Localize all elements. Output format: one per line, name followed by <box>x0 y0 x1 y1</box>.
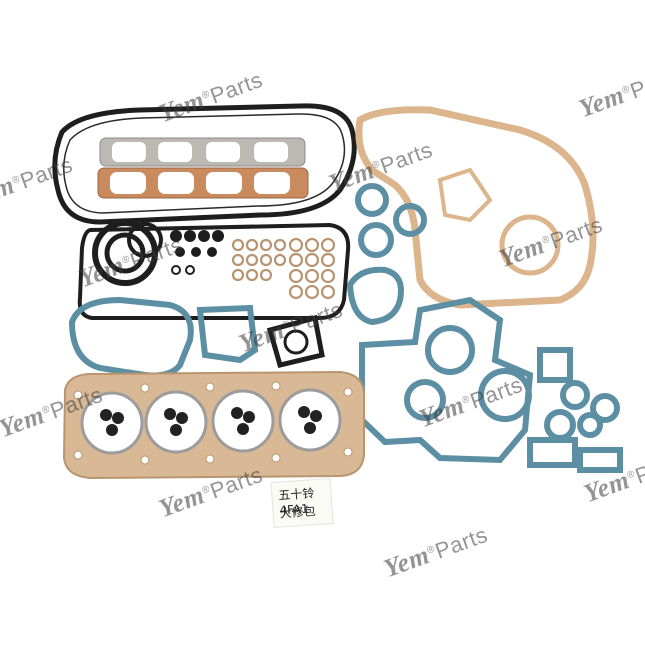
timing-cover-gasket <box>355 106 597 309</box>
copper-manifold-gasket <box>97 167 309 199</box>
valve-cover-gasket-inner <box>63 113 346 214</box>
washers <box>231 237 336 300</box>
timing-cover-hole <box>499 214 561 276</box>
valve-stem-seals <box>170 230 224 275</box>
label-line-2: 大修包 <box>279 504 317 521</box>
water-pump-gasket <box>68 296 259 379</box>
steel-manifold-gasket <box>99 137 306 167</box>
crank-seals <box>92 220 163 286</box>
cylinder-head-gasket <box>62 370 365 480</box>
part-label-tag: 五十铃 4FA1 大修包 <box>270 477 334 529</box>
oil-pan-gasket <box>77 222 351 320</box>
blue-gaskets <box>346 183 623 473</box>
valve-cover-gasket <box>52 103 357 225</box>
thermostat-gasket <box>266 314 325 368</box>
